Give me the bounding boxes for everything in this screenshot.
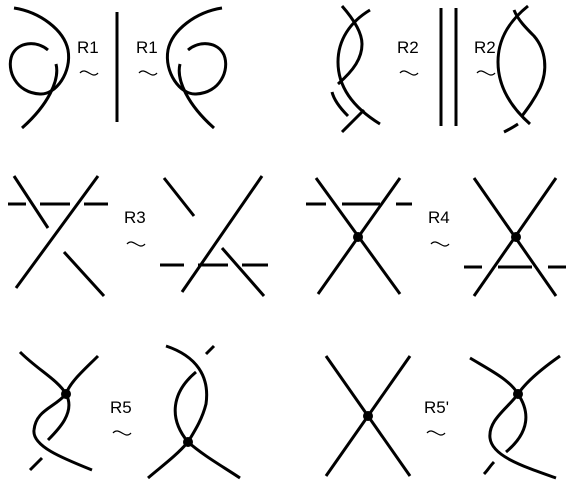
r5prime-left-diagram <box>324 355 412 477</box>
r4-label: R4 <box>428 208 450 227</box>
r1-move: R1 R1 <box>8 6 228 130</box>
r3-tilde <box>126 241 146 247</box>
r1-left-label: R1 <box>77 38 99 57</box>
r3-move: R3 <box>8 175 268 298</box>
r5-label: R5 <box>110 398 132 417</box>
r5-tilde <box>112 430 132 436</box>
r1-right-label: R1 <box>136 38 158 57</box>
r4-right-diagram <box>464 177 566 297</box>
r2-left-tilde <box>399 70 419 76</box>
r5-left-diagram <box>18 350 100 472</box>
r4-left-vertex <box>353 232 363 242</box>
r3-right-diagram <box>160 175 268 297</box>
r2-move: R2 R2 <box>330 4 547 134</box>
r4-tilde <box>430 241 450 247</box>
r2-right-label: R2 <box>474 38 496 57</box>
r2-right-bigon <box>496 4 547 134</box>
r3-label: R3 <box>124 208 146 227</box>
r5-left-vertex <box>61 389 71 399</box>
r2-right-tilde <box>476 70 496 76</box>
r5prime-right-vertex <box>513 389 523 399</box>
r5prime-label: R5' <box>424 398 449 417</box>
r5-right-vertex <box>183 437 193 447</box>
r2-left-bigon <box>330 5 381 134</box>
r1-right-curl <box>165 6 228 130</box>
r5prime-left-vertex <box>363 411 373 421</box>
r3-left-diagram <box>8 175 108 298</box>
r2-left-label: R2 <box>397 38 419 57</box>
r4-move: R4 <box>306 177 566 297</box>
r4-left-diagram <box>306 177 412 295</box>
r5prime-tilde <box>426 430 446 436</box>
r1-right-tilde <box>138 70 158 76</box>
r5prime-right-diagram <box>469 354 561 480</box>
r5prime-move: R5' <box>324 354 561 480</box>
r5-move: R5 <box>18 344 241 480</box>
r1-left-tilde <box>79 70 99 76</box>
r1-left-curl <box>8 6 71 130</box>
r4-right-vertex <box>511 232 521 242</box>
r5-right-diagram <box>147 344 241 480</box>
